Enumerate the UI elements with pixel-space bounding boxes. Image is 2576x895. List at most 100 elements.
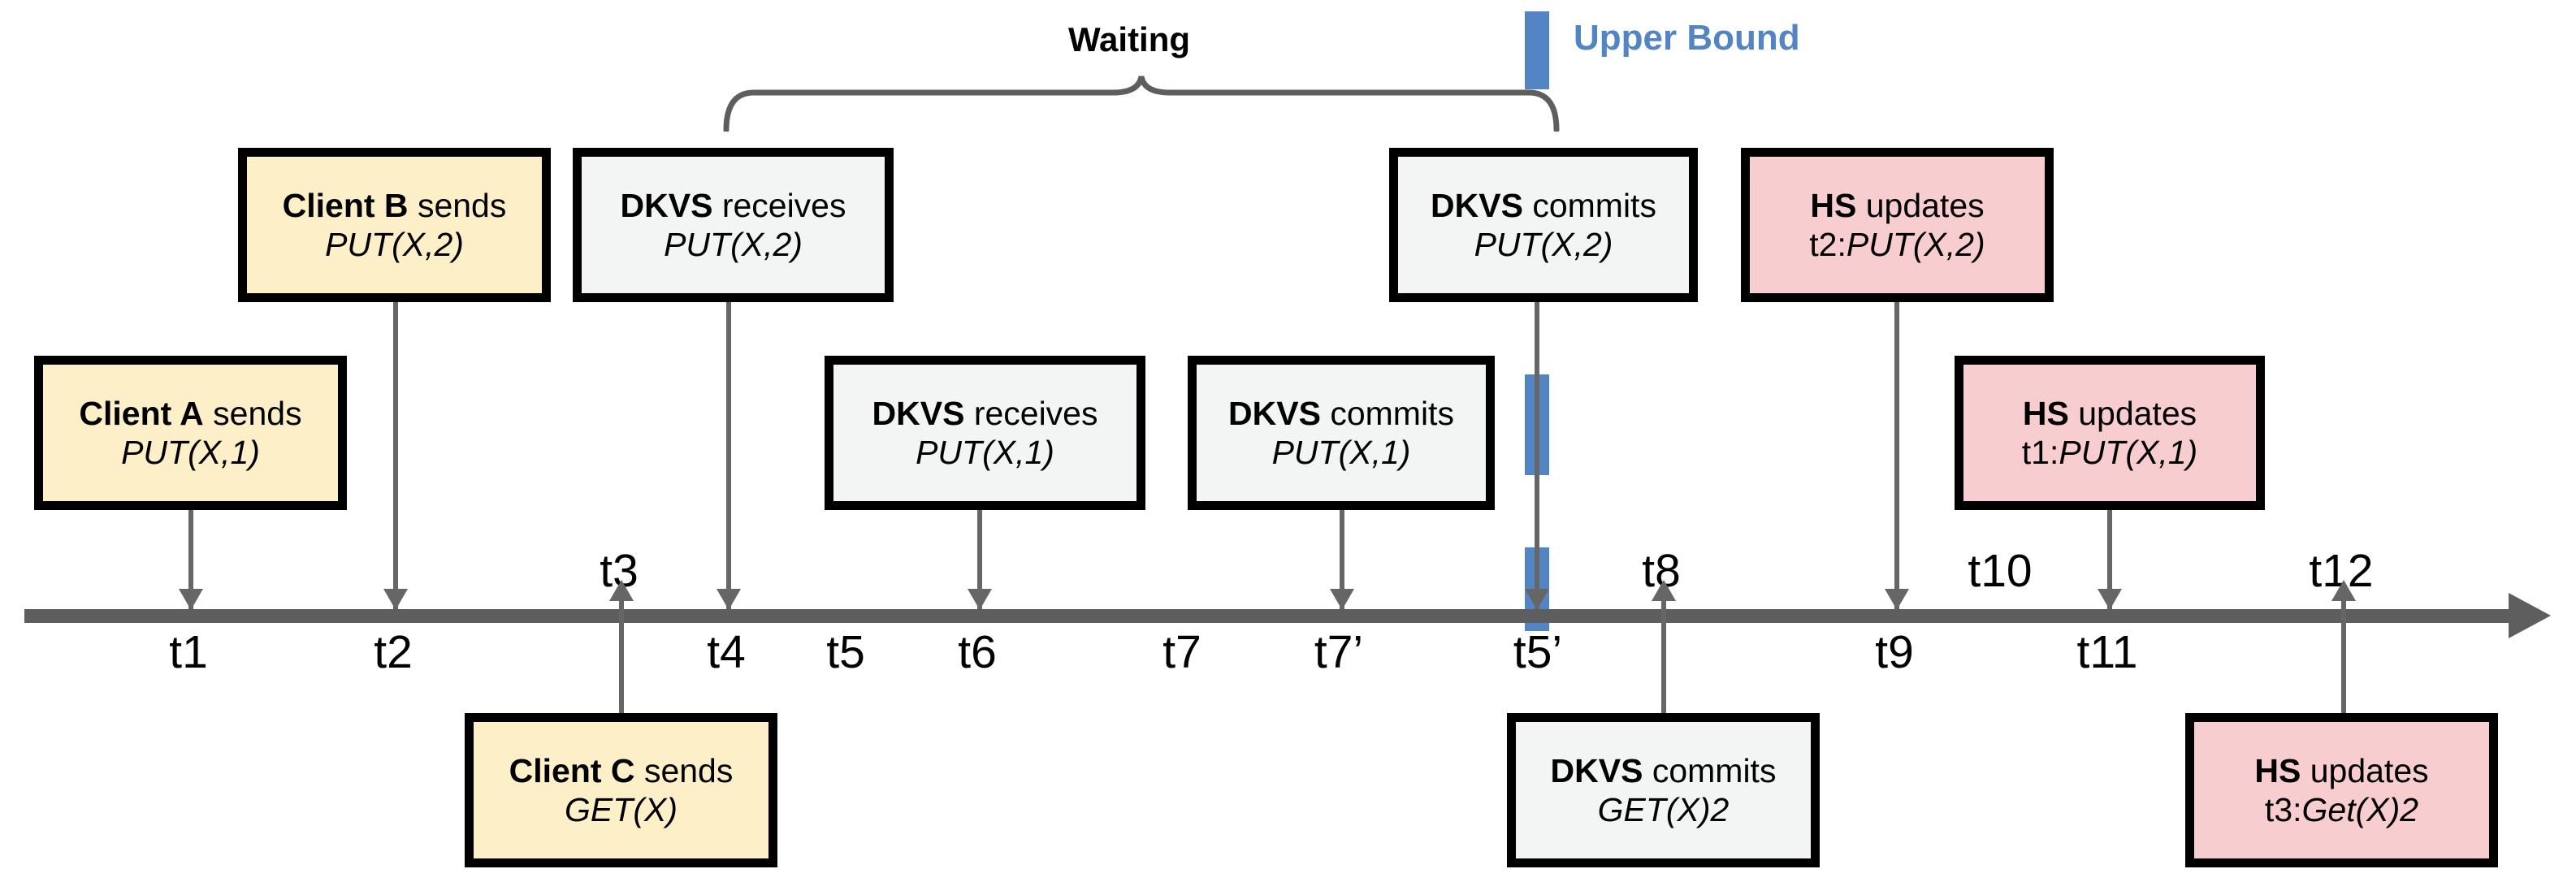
box-line2: t1:PUT(X,1): [2022, 433, 2197, 472]
box-line2: GET(X): [565, 790, 678, 829]
connector-dkvs-commits-get-to-t8: [1661, 601, 1666, 715]
box-line1: DKVS receives: [621, 186, 846, 225]
tick-label-t7: t7: [1162, 626, 1201, 678]
box-line2: PUT(X,2): [325, 225, 464, 264]
box-line1-rest: updates: [2068, 394, 2197, 432]
box-line2-italic: Get(X)2: [2301, 791, 2419, 828]
box-line2: PUT(X,2): [1474, 225, 1613, 264]
box-line2-italic: PUT(X,1): [121, 434, 260, 471]
connector-client-c-to-t3: [619, 601, 624, 715]
box-line2-italic: PUT(X,1): [2059, 434, 2198, 471]
tick-label-t5-prime: t5’: [1513, 626, 1563, 678]
box-line1-bold: Client A: [79, 394, 204, 432]
box-line1-rest: receives: [964, 394, 1098, 432]
box-line2-italic: GET(X): [565, 791, 678, 828]
arrowhead-hs-t2-to-t9: [1885, 589, 1909, 610]
box-line2-plain: t2:: [1809, 226, 1846, 263]
box-dkvs-receives-put-x-1[interactable]: DKVS receives PUT(X,1): [825, 356, 1145, 510]
box-line2: t3:Get(X)2: [2265, 790, 2418, 829]
box-line1-bold: HS: [2022, 394, 2069, 432]
box-line1: DKVS commits: [1228, 394, 1454, 433]
box-hs-updates-t3[interactable]: HS updates t3:Get(X)2: [2185, 713, 2498, 867]
upper-bound-marker-top: [1525, 11, 1549, 89]
box-line2: PUT(X,1): [1272, 433, 1411, 472]
box-line2-plain: t3:: [2264, 791, 2302, 828]
arrowhead-client-b-to-t2: [383, 589, 408, 610]
waiting-brace-icon: [723, 76, 1560, 132]
box-dkvs-commits-put-x-1[interactable]: DKVS commits PUT(X,1): [1188, 356, 1495, 510]
box-line2-plain: t1:: [2021, 434, 2059, 471]
box-hs-updates-t1[interactable]: HS updates t1:PUT(X,1): [1955, 356, 2265, 510]
tick-label-t11: t11: [2076, 626, 2138, 678]
box-line1: DKVS commits: [1551, 751, 1777, 790]
box-line1-rest: updates: [1856, 186, 1985, 224]
box-line1-bold: HS: [1810, 186, 1857, 224]
box-line2-italic: PUT(X,2): [664, 226, 803, 263]
box-line1-rest: sends: [634, 751, 734, 789]
box-line1-rest: receives: [712, 186, 846, 224]
box-line1: Client B sends: [283, 186, 507, 225]
box-dkvs-receives-put-x-2[interactable]: DKVS receives PUT(X,2): [573, 148, 894, 302]
arrowhead-client-c-to-t3: [609, 580, 634, 601]
tick-label-t9: t9: [1875, 626, 1914, 678]
box-line2-italic: PUT(X,2): [1846, 226, 1985, 263]
box-line2-italic: PUT(X,1): [916, 434, 1054, 471]
box-line2: PUT(X,1): [121, 433, 260, 472]
connector-hs-t1-to-t11: [2107, 510, 2112, 609]
connector-hs-t3-to-t12: [2341, 601, 2346, 715]
box-line2-italic: PUT(X,2): [325, 226, 464, 263]
box-line1: Client A sends: [79, 394, 301, 433]
box-line2: PUT(X,1): [916, 433, 1054, 472]
arrowhead-hs-t1-to-t11: [2098, 589, 2122, 610]
waiting-annotation-label: Waiting: [1067, 20, 1191, 58]
upper-bound-label: Upper Bound: [1574, 18, 1800, 58]
arrowhead-hs-t3-to-t12: [2331, 580, 2356, 601]
box-line1-rest: commits: [1522, 186, 1656, 224]
box-dkvs-commits-get-x-2[interactable]: DKVS commits GET(X)2: [1507, 713, 1820, 867]
tick-label-t7-prime: t7’: [1314, 626, 1364, 678]
box-line1-bold: DKVS: [1550, 751, 1643, 789]
connector-client-a-to-t1: [188, 510, 193, 609]
box-line2: t2:PUT(X,2): [1809, 225, 1985, 264]
tick-label-t2: t2: [374, 626, 413, 678]
box-line1-bold: DKVS: [872, 394, 965, 432]
arrowhead-dkvs-receives-1-to-t6: [968, 589, 992, 610]
box-line2: PUT(X,2): [664, 225, 803, 264]
box-line2-italic: PUT(X,2): [1474, 226, 1613, 263]
box-line1-rest: updates: [2301, 751, 2429, 789]
box-line1-bold: HS: [2254, 751, 2301, 789]
box-line1: HS updates: [2023, 394, 2197, 433]
box-line1: HS updates: [2254, 751, 2428, 790]
connector-dkvs-commits-1-to-t7p: [1340, 510, 1344, 609]
box-line1-bold: DKVS: [1431, 186, 1523, 224]
box-client-b-sends[interactable]: Client B sends PUT(X,2): [238, 148, 551, 302]
arrowhead-dkvs-commits-2-to-t5p: [1525, 589, 1549, 610]
arrowhead-client-a-to-t1: [179, 589, 203, 610]
box-hs-updates-t2[interactable]: HS updates t2:PUT(X,2): [1741, 148, 2054, 302]
box-line1-rest: commits: [1320, 394, 1454, 432]
box-line1-rest: commits: [1643, 751, 1777, 789]
arrowhead-dkvs-commits-get-to-t8: [1652, 580, 1676, 601]
connector-client-b-to-t2: [393, 302, 398, 609]
box-line1: Client C sends: [509, 751, 734, 790]
connector-hs-t2-to-t9: [1894, 302, 1899, 609]
box-client-a-sends[interactable]: Client A sends PUT(X,1): [34, 356, 347, 510]
box-client-c-sends[interactable]: Client C sends GET(X): [465, 713, 777, 867]
box-line1: DKVS receives: [872, 394, 1098, 433]
box-dkvs-commits-put-x-2[interactable]: DKVS commits PUT(X,2): [1389, 148, 1698, 302]
timeline-axis-arrowhead: [2509, 593, 2551, 638]
tick-label-t5: t5: [826, 626, 865, 678]
connector-dkvs-receives-2-to-t4: [726, 302, 731, 609]
arrowhead-dkvs-receives-2-to-t4: [717, 589, 741, 610]
box-line2: GET(X)2: [1598, 790, 1730, 829]
arrowhead-dkvs-commits-1-to-t7p: [1330, 589, 1354, 610]
box-line1-rest: sends: [408, 186, 507, 224]
tick-label-t1: t1: [169, 626, 208, 678]
box-line1-bold: Client C: [509, 751, 635, 789]
tick-label-t4: t4: [707, 626, 746, 678]
box-line1-bold: DKVS: [1228, 394, 1321, 432]
box-line2-italic: GET(X)2: [1597, 791, 1730, 828]
box-line1: DKVS commits: [1431, 186, 1656, 225]
timeline-axis: [24, 609, 2510, 623]
